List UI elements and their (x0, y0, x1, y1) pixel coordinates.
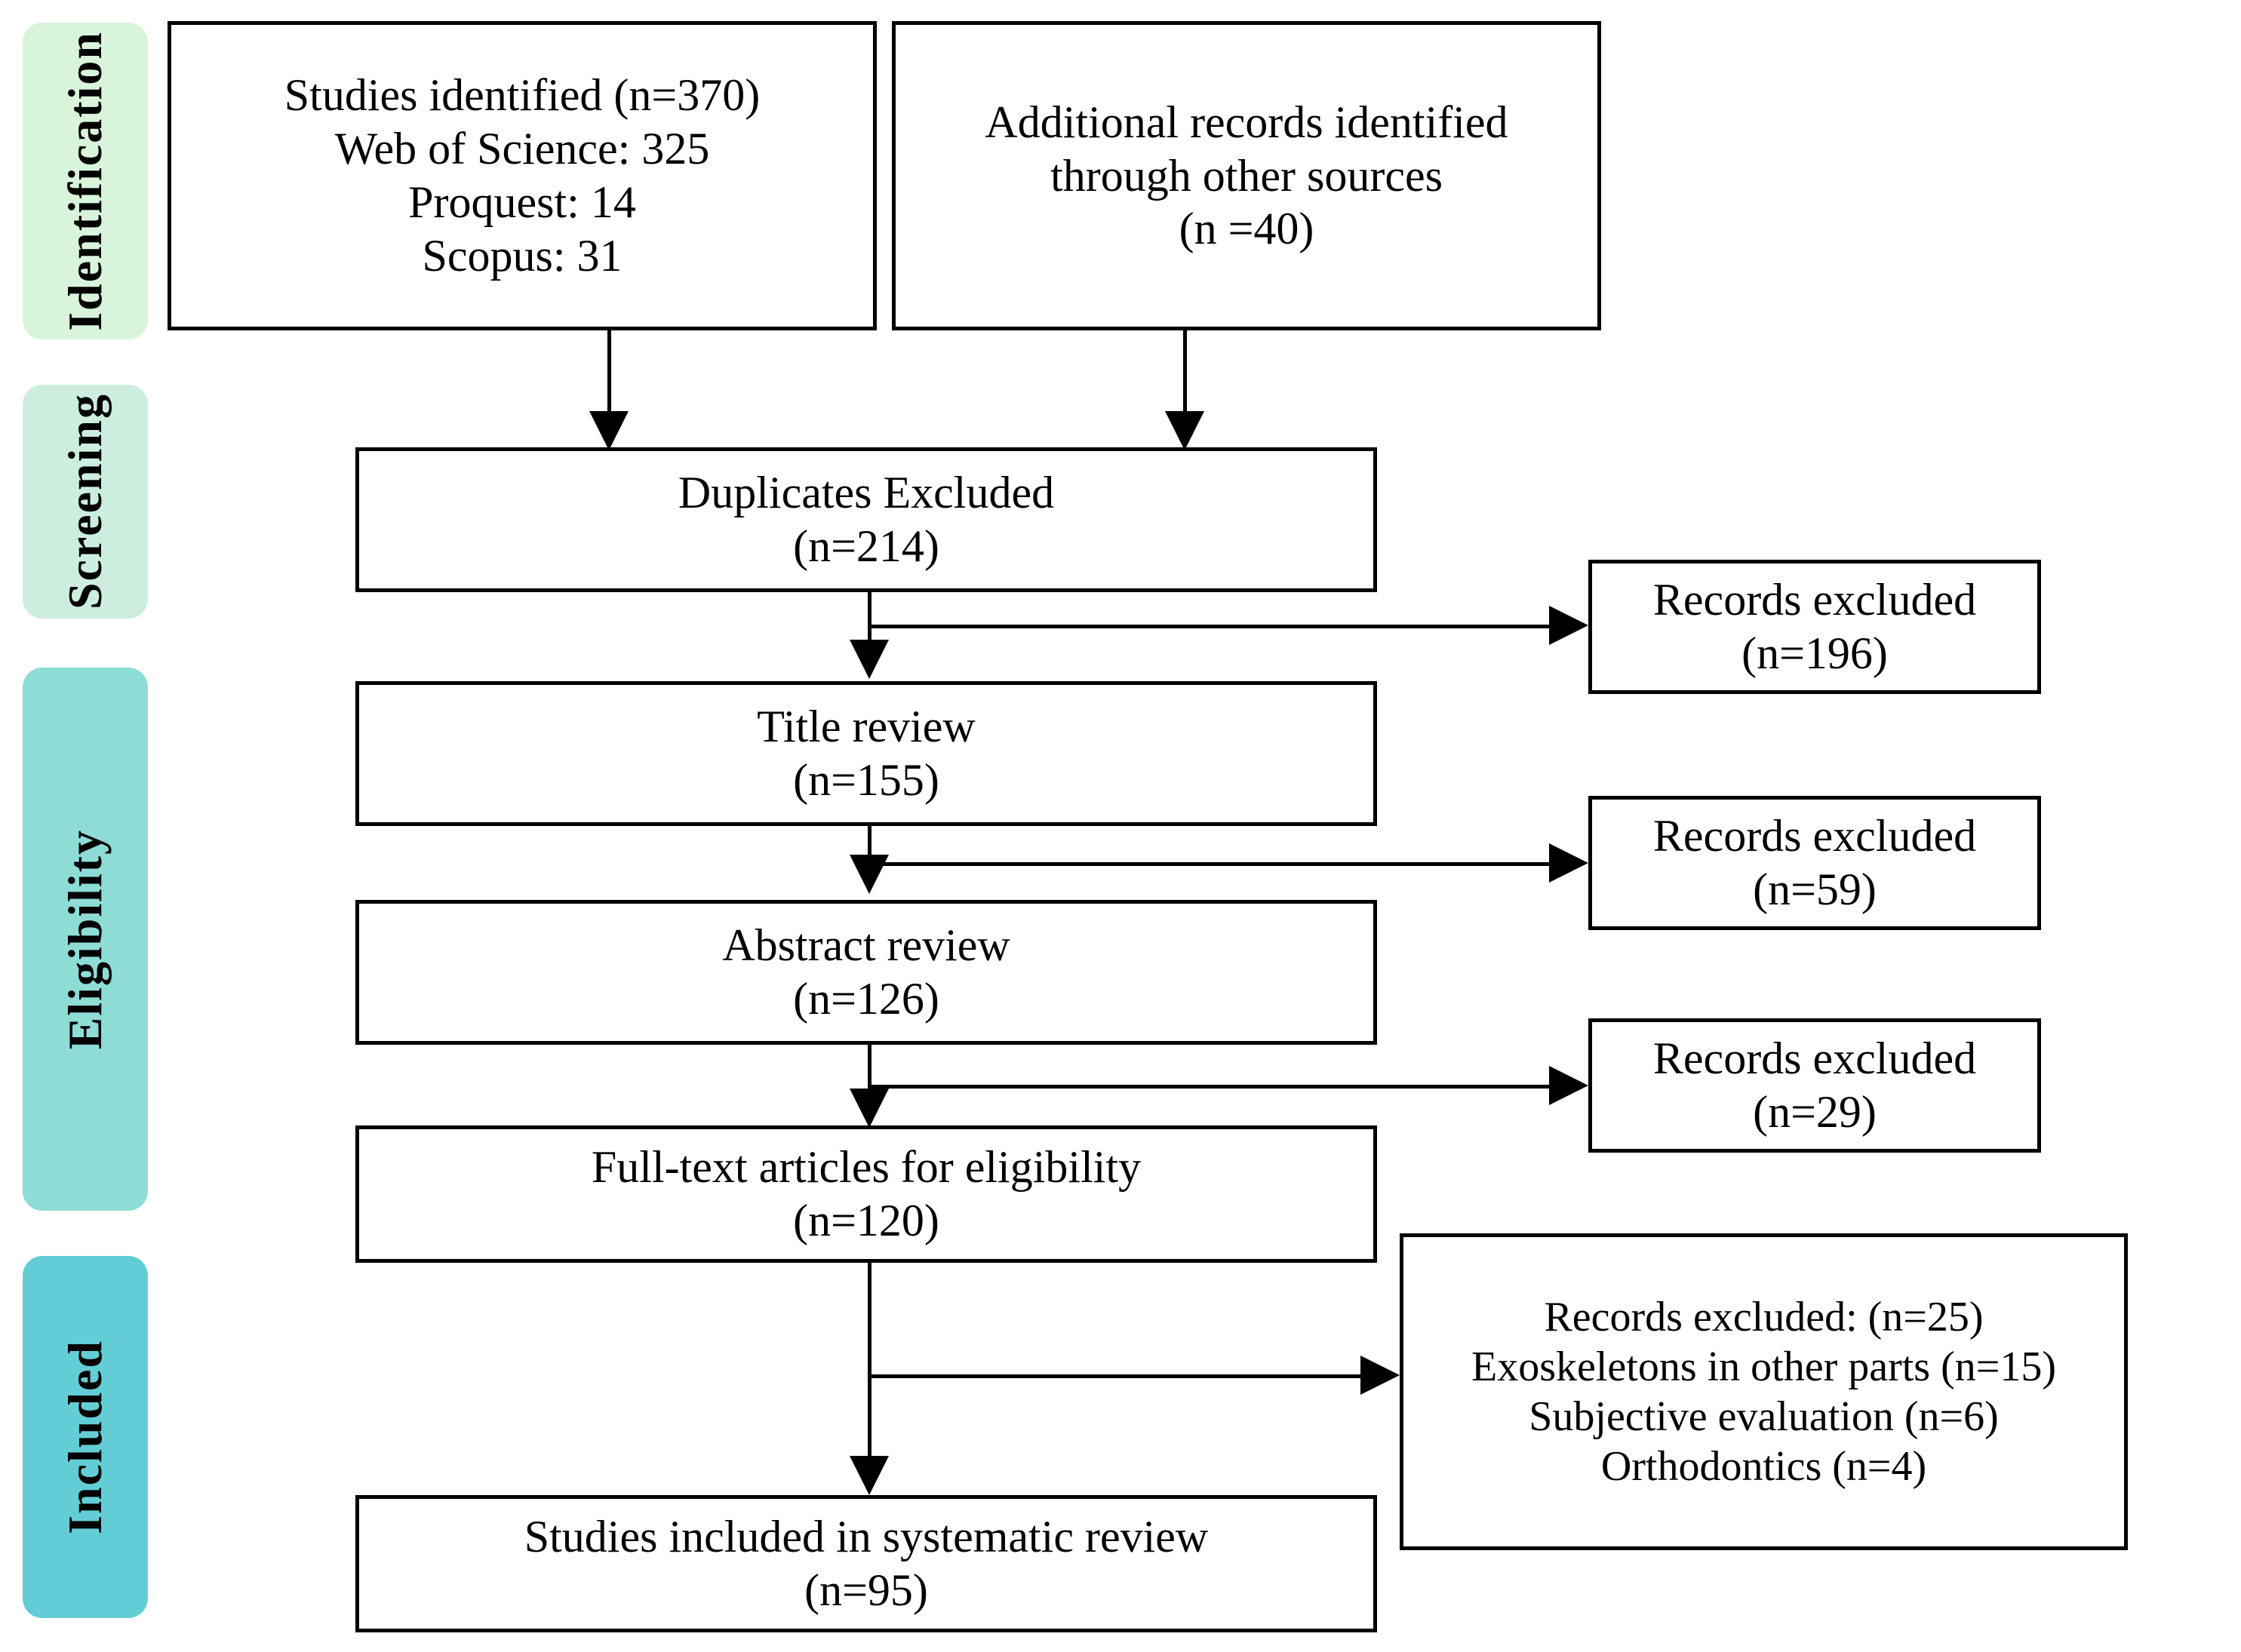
box-line: Subjective evaluation (n=6) (1529, 1393, 1999, 1440)
connector-identified-down (607, 330, 611, 417)
box-line: (n=155) (793, 755, 939, 805)
stage-chip-eligibility: Eligibility (23, 668, 148, 1211)
box-records-excluded-detail: Records excluded: (n=25) Exoskeletons in… (1400, 1233, 2128, 1550)
box-line: Abstract review (722, 920, 1010, 971)
arrow-to-excluded196 (1549, 606, 1588, 645)
arrow-to-excluded-detail (1360, 1356, 1400, 1395)
box-records-excluded-29: Records excluded (n=29) (1588, 1018, 2041, 1153)
arrow-title-to-abstract (850, 855, 889, 894)
connector-title-down (868, 826, 872, 877)
box-line: Studies included in systematic review (524, 1512, 1209, 1562)
stage-chip-included: Included (23, 1256, 148, 1618)
box-line: (n=29) (1753, 1087, 1877, 1137)
connector-additional-down (1183, 330, 1187, 417)
box-line: Records excluded (1652, 575, 1977, 625)
stage-label-screening: Screening (58, 393, 112, 610)
box-fulltext-articles: Full-text articles for eligibility (n=12… (355, 1125, 1377, 1263)
arrow-to-excluded59 (1549, 843, 1588, 883)
connector-fulltext-down (868, 1263, 872, 1482)
stage-chip-screening: Screening (23, 385, 148, 619)
box-duplicates-excluded: Duplicates Excluded (n=214) (355, 447, 1377, 592)
box-line: (n=126) (793, 974, 939, 1024)
box-records-excluded-59: Records excluded (n=59) (1588, 796, 2041, 930)
box-line: (n=214) (793, 521, 939, 571)
connector-fulltext-to-excluded-detail (868, 1374, 1362, 1378)
box-line: Title review (757, 702, 976, 752)
box-studies-identified: Studies identified (n=370) Web of Scienc… (168, 21, 877, 330)
arrow-additional-to-duplicates (1165, 411, 1204, 450)
box-line: (n=120) (793, 1196, 939, 1245)
box-line: Records excluded (1652, 811, 1977, 861)
box-line: (n=95) (804, 1565, 928, 1615)
box-line: Web of Science: 325 (334, 124, 710, 174)
stage-label-identification: Identification (58, 31, 112, 331)
connector-duplicates-to-excluded196 (868, 625, 1551, 628)
box-studies-included: Studies included in systematic review (n… (355, 1495, 1377, 1632)
box-line: (n=59) (1753, 864, 1877, 914)
box-records-excluded-196: Records excluded (n=196) (1588, 560, 2041, 694)
arrow-to-excluded29 (1549, 1066, 1588, 1105)
box-line: Orthodontics (n=4) (1600, 1443, 1927, 1491)
connector-title-to-excluded59 (868, 862, 1551, 866)
connector-abstract-down (868, 1045, 872, 1096)
arrow-identified-to-duplicates (589, 411, 629, 450)
box-additional-records: Additional records identified through ot… (892, 21, 1601, 330)
box-line: Studies identified (n=370) (284, 70, 761, 121)
box-line: Records excluded (1652, 1033, 1977, 1084)
box-line: (n =40) (1179, 204, 1314, 254)
box-line: Full-text articles for eligibility (591, 1142, 1142, 1193)
box-line: Additional records identified (985, 97, 1508, 147)
box-line: Scopus: 31 (422, 230, 622, 281)
connector-duplicates-down (868, 592, 872, 649)
arrow-abstract-to-fulltext (850, 1089, 889, 1128)
box-line: Exoskeletons in other parts (n=15) (1471, 1343, 2056, 1390)
box-line: (n=196) (1741, 628, 1888, 678)
box-title-review: Title review (n=155) (355, 681, 1377, 826)
box-line: Proquest: 14 (408, 177, 636, 227)
stage-chip-identification: Identification (23, 23, 148, 339)
box-line: through other sources (1050, 150, 1443, 201)
box-line: Duplicates Excluded (678, 468, 1055, 518)
box-line: Records excluded: (n=25) (1544, 1293, 1984, 1340)
box-abstract-review: Abstract review (n=126) (355, 900, 1377, 1045)
stage-label-eligibility: Eligibility (58, 828, 112, 1050)
arrow-duplicates-to-title (850, 640, 889, 679)
arrow-fulltext-to-included (850, 1456, 889, 1495)
stage-label-included: Included (58, 1340, 112, 1534)
connector-abstract-to-excluded29 (868, 1085, 1551, 1089)
